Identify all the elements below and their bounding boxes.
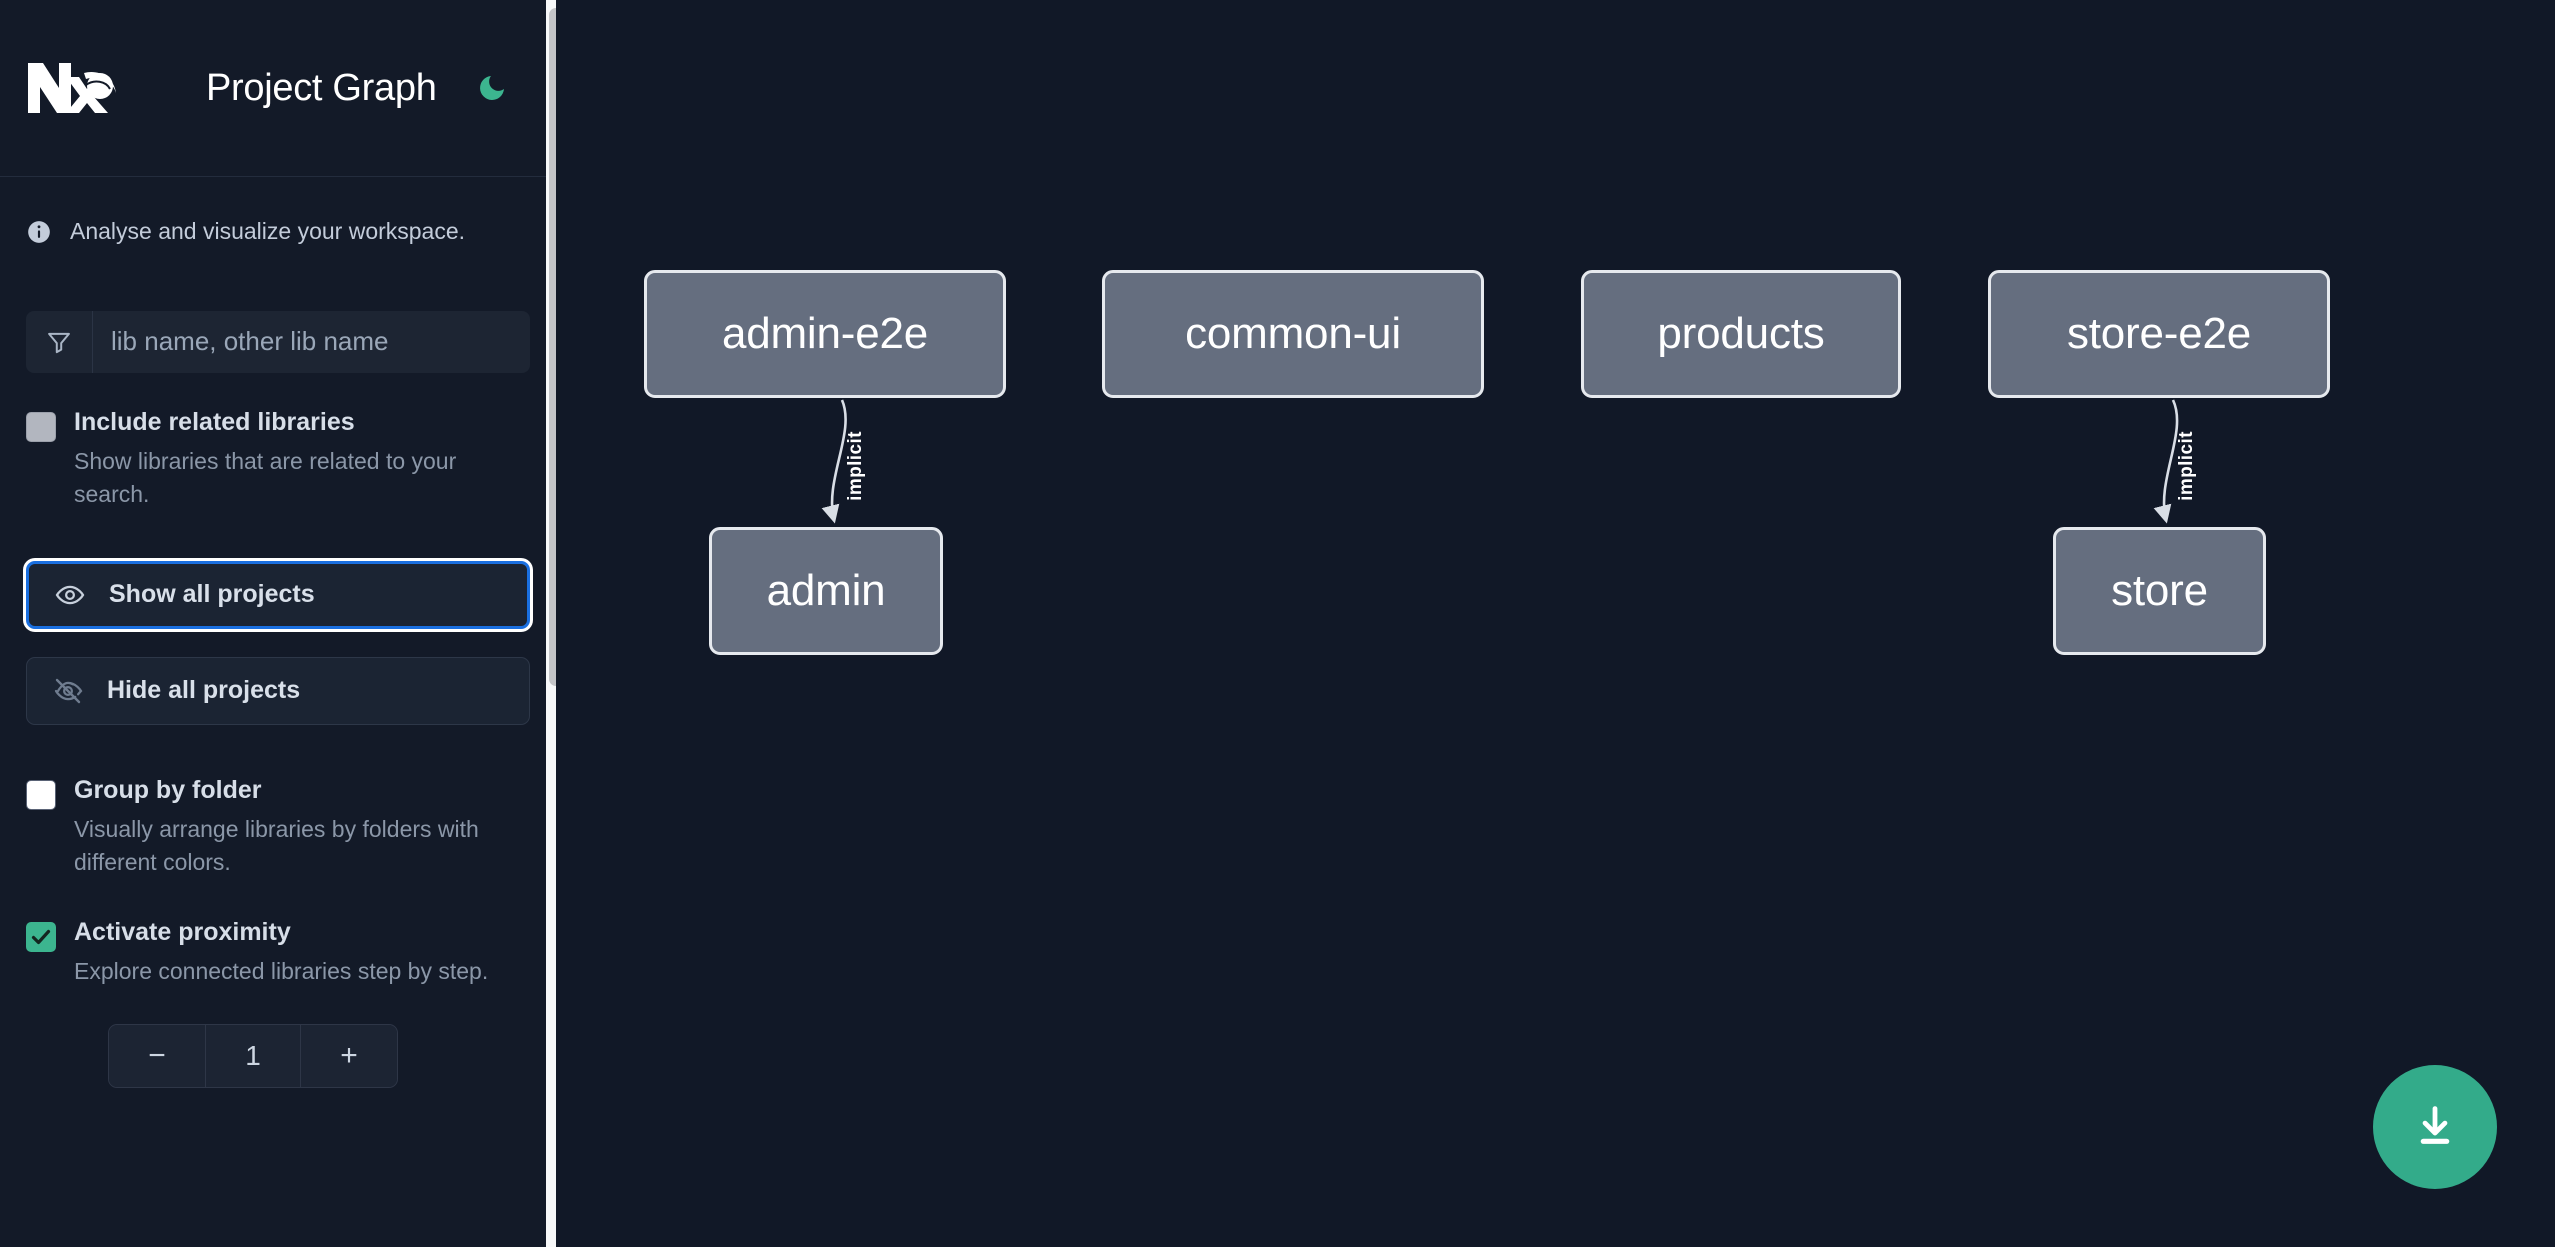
group-by-folder-checkbox[interactable] <box>26 779 56 810</box>
eye-slash-icon <box>53 676 83 706</box>
sidebar: Project Graph Analyse and visualize yo <box>0 0 556 1247</box>
show-all-projects-button[interactable]: Show all projects <box>26 560 530 629</box>
option-label: Group by folder <box>74 775 262 804</box>
graph-node-store[interactable]: store <box>2053 527 2266 655</box>
proximity-stepper: − 1 + <box>108 1023 398 1088</box>
workspace-info-text: Analyse and visualize your workspace. <box>70 218 466 244</box>
proximity-decrement-button[interactable]: − <box>109 1024 205 1087</box>
proximity-increment-button[interactable]: + <box>301 1024 397 1087</box>
edge-label-admin-e2e-admin: implicit <box>844 431 866 501</box>
proximity-value: 1 <box>205 1024 301 1087</box>
edge-label-store-e2e-store: implicit <box>2175 431 2197 501</box>
option-group-by-folder[interactable]: Group by folder Visually arrange librari… <box>0 725 556 879</box>
proximity-stepper-row: − 1 + <box>0 988 556 1088</box>
workspace-info: Analyse and visualize your workspace. <box>0 177 556 247</box>
moon-icon[interactable] <box>471 67 513 109</box>
search-input[interactable] <box>93 310 530 373</box>
graph-node-store-e2e[interactable]: store-e2e <box>1988 270 2330 398</box>
hide-all-projects-button[interactable]: Hide all projects <box>26 656 530 725</box>
graph-node-admin-e2e[interactable]: admin-e2e <box>644 270 1006 398</box>
option-description: Explore connected libraries step by step… <box>74 958 489 985</box>
activate-proximity-checkbox[interactable] <box>26 921 56 952</box>
graph-node-common-ui[interactable]: common-ui <box>1102 270 1484 398</box>
option-activate-proximity[interactable]: Activate proximity Explore connected lib… <box>0 879 556 988</box>
option-label: Include related libraries <box>74 407 355 436</box>
graph-node-admin[interactable]: admin <box>709 527 943 655</box>
show-all-projects-label: Show all projects <box>109 580 315 609</box>
nx-logo-icon <box>26 55 126 121</box>
edge-store-e2e-store <box>2153 399 2179 524</box>
option-include-related-libraries[interactable]: Include related libraries Show libraries… <box>0 373 556 511</box>
option-description: Visually arrange libraries by folders wi… <box>74 816 479 875</box>
filter-funnel-icon <box>26 310 93 373</box>
include-related-libraries-checkbox[interactable] <box>26 411 56 442</box>
download-graph-button[interactable] <box>2373 1065 2497 1189</box>
hide-all-projects-label: Hide all projects <box>107 676 301 705</box>
sidebar-header: Project Graph <box>0 0 556 177</box>
eye-icon <box>55 580 85 610</box>
option-description: Show libraries that are related to your … <box>74 448 457 508</box>
sidebar-scrollbar[interactable] <box>546 0 556 1247</box>
sidebar-scrollbar-thumb[interactable] <box>549 8 556 686</box>
edge-admin-e2e-admin <box>821 399 847 524</box>
option-label: Activate proximity <box>74 917 291 946</box>
graph-node-products[interactable]: products <box>1581 270 1901 398</box>
download-icon <box>2409 1101 2461 1153</box>
search-section <box>0 247 556 373</box>
info-circle-icon <box>26 219 52 245</box>
page-title: Project Graph <box>206 66 437 109</box>
search-box[interactable] <box>26 310 530 373</box>
graph-canvas[interactable]: admin-e2e common-ui products store-e2e admin… <box>556 0 2555 1247</box>
visibility-buttons: Show all projects Hide all projects <box>0 511 556 725</box>
